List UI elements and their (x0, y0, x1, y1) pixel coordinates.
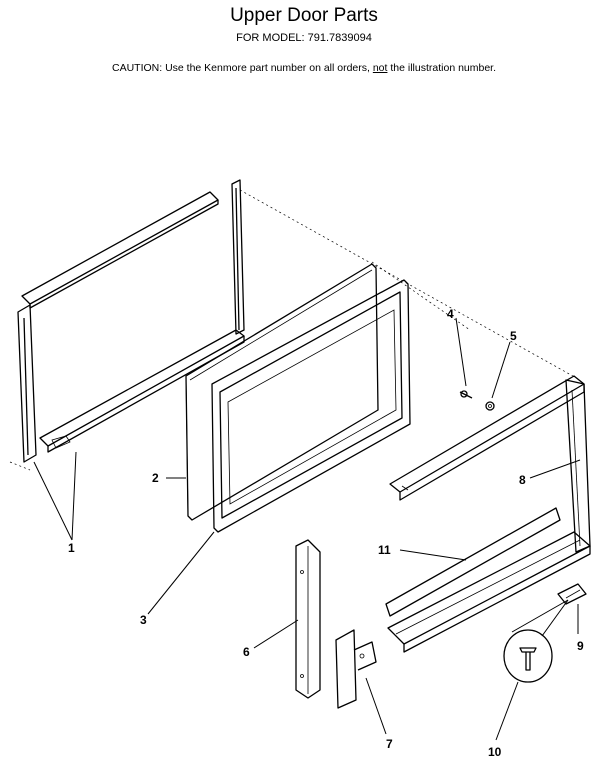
part-11-inner-strip (385, 507, 561, 617)
part-6-vertical-channel (295, 539, 321, 699)
page-title: Upper Door Parts (230, 5, 378, 26)
part-3-door-frame (211, 279, 411, 533)
part-1-trim-frame (17, 179, 245, 463)
callout-2: 2 (152, 471, 159, 485)
caution-note: CAUTION: Use the Kenmore part number on … (0, 62, 608, 74)
caution-prefix: CAUTION: Use the Kenmore part number on … (111, 62, 373, 74)
callout-4: 4 (447, 307, 454, 321)
callout-5: 5 (510, 329, 517, 343)
callout-3: 3 (140, 613, 147, 627)
model-number: 791.7839094 (307, 32, 372, 44)
part-9-clip (557, 583, 587, 605)
callout-11: 11 (378, 543, 391, 557)
callout-labels: 1 2 3 4 5 6 7 8 9 10 11 (68, 307, 584, 759)
caution-emphasis: not (372, 62, 388, 74)
assembly-guide-lines (9, 189, 581, 471)
callout-6: 6 (243, 645, 250, 659)
part-10-screw-detail (503, 599, 569, 683)
model-line: FOR MODEL: 791.7839094 (0, 32, 608, 44)
caution-suffix: the illustration number. (387, 62, 497, 74)
callout-10: 10 (488, 745, 502, 759)
lower-rail (387, 531, 591, 653)
callout-9: 9 (577, 639, 584, 653)
callout-7: 7 (386, 737, 393, 751)
callout-1: 1 (68, 541, 75, 555)
callout-8: 8 (519, 473, 526, 487)
part-7-hinge-bracket (335, 629, 377, 709)
part-4-screw (459, 390, 473, 399)
leader-lines (33, 317, 581, 741)
part-2-door-panel (185, 263, 379, 521)
part-5-nut (485, 401, 495, 411)
model-label: FOR MODEL: (236, 32, 305, 44)
